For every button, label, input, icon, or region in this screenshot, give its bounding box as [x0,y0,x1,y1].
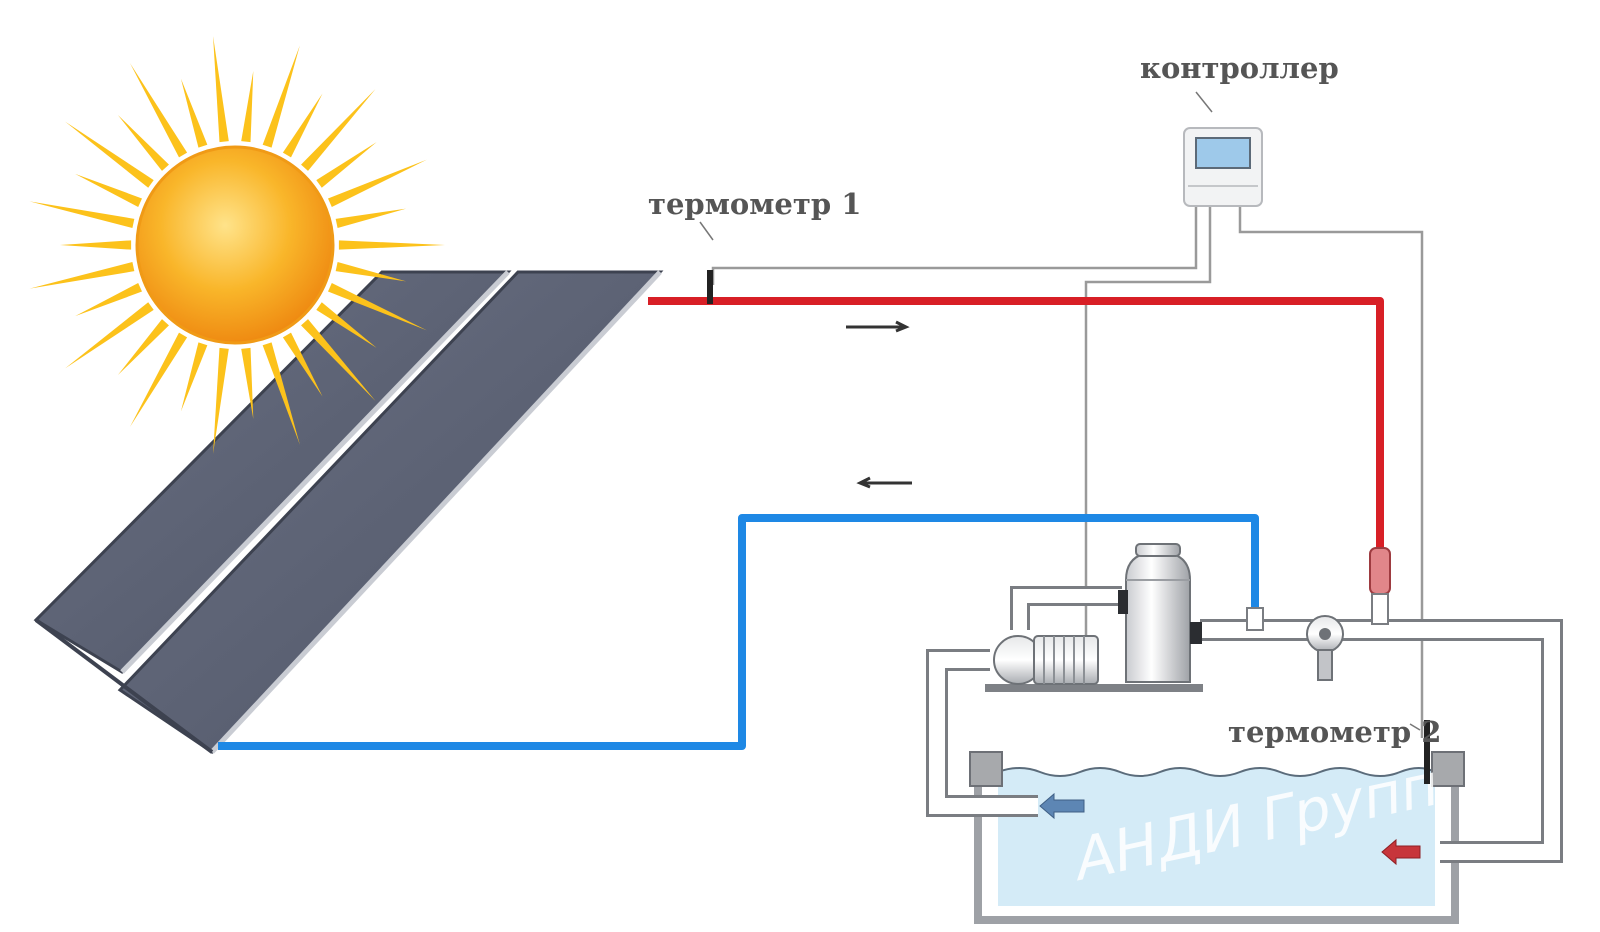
sun-ray [130,332,188,427]
sun-ray [29,262,135,289]
cold-pipe [218,514,1259,750]
sun-ray [117,319,169,376]
pool-water [998,768,1435,906]
sun-ray [180,78,208,148]
pump [985,635,1203,692]
three-way-valve [1306,615,1344,681]
thermometer-1-label: термометр 1 [648,187,861,221]
sun [29,36,445,454]
sun-ray [213,36,229,143]
sun-ray [60,240,132,250]
sun-ray [328,159,427,208]
flow-arrows [846,320,912,489]
sun-ray [180,342,208,412]
return-arrow-blue [1039,792,1085,820]
sun-ray [75,282,142,317]
sun-ray [65,302,154,369]
thermometer-1-sensor [707,270,713,304]
sun-ray [241,347,254,420]
sun-ray [117,114,169,171]
sun-ray [130,63,188,158]
thermometer-2-label: термометр 2 [1228,715,1441,749]
sun-ray [335,262,407,282]
pool-flow-arrows [1039,792,1421,866]
pool: АНДИ Групп [969,750,1465,924]
sun-ray [65,121,154,188]
sun-ray [282,93,323,158]
sun-ray [241,70,254,143]
circulation-piping [926,586,1563,863]
sun-ray [29,201,135,228]
sun-ray [301,88,376,171]
sun-ray [316,142,377,188]
hot-pipe [648,297,1384,610]
solar-collector [33,270,664,754]
controller-screen [1195,137,1251,169]
controller-label: контроллер [1140,51,1339,85]
sun-ray [335,208,407,228]
thermometer-2-sensor [1424,720,1430,784]
sun-ray [301,319,376,402]
check-valve [1369,547,1391,625]
sand-filter [1118,543,1202,683]
sun-ray [316,302,377,348]
sun-ray [282,332,323,397]
sun-ray [338,240,445,250]
sun-ray [75,173,142,208]
controller-unit [1183,127,1263,207]
sun-disc [135,145,335,345]
sun-ray [262,342,300,445]
inlet-arrow-red [1381,838,1421,866]
sun-ray [213,347,229,454]
sun-ray [262,45,300,148]
sun-ray [328,282,427,331]
